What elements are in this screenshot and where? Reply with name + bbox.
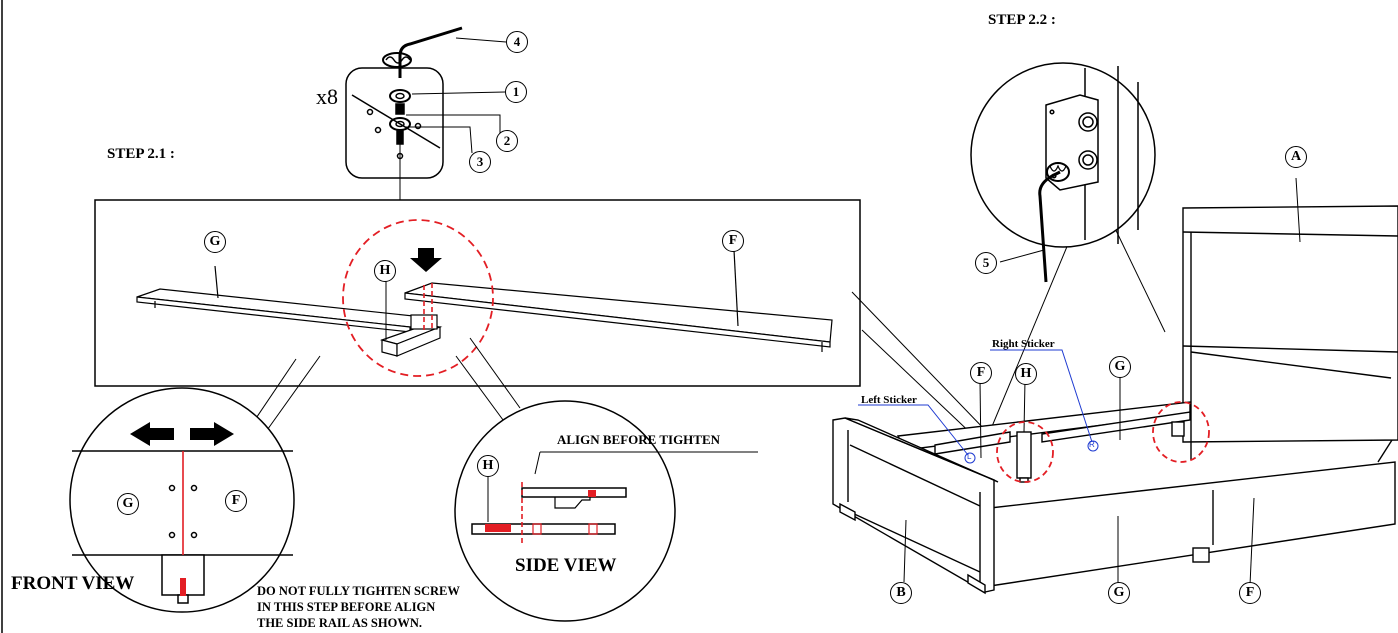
rail-G xyxy=(136,265,433,333)
corner-highlight-circle xyxy=(1152,401,1210,463)
label-G-rail: G xyxy=(204,231,226,253)
label-G-bed: G xyxy=(1109,356,1131,378)
detail-highlight-circle xyxy=(342,219,494,377)
align-note: ALIGN BEFORE TIGHTEN xyxy=(557,432,721,447)
step-2-1-title: STEP 2.1 : xyxy=(107,146,175,162)
warning-line-1: DO NOT FULLY TIGHTEN SCREW xyxy=(257,584,460,598)
side-view-title: SIDE VIEW xyxy=(515,555,617,576)
bed-frame xyxy=(832,177,1398,595)
callout-2: 2 xyxy=(496,130,518,152)
right-sticker-leader xyxy=(990,349,1093,443)
label-G-front: G xyxy=(117,493,139,515)
callout-4: 4 xyxy=(506,31,528,53)
bracket-highlight-circle xyxy=(996,421,1054,483)
warning-line-2: IN THIS STEP BEFORE ALIGN xyxy=(257,600,436,614)
warning-note: DO NOT FULLY TIGHTEN SCREW IN THIS STEP … xyxy=(257,583,557,631)
label-A-headboard: A xyxy=(1285,146,1307,168)
bracket-H xyxy=(379,268,443,357)
callout-5: 5 xyxy=(975,252,997,274)
left-sticker-leader xyxy=(858,404,969,456)
label-F-floor: F xyxy=(1239,582,1261,604)
front-view-detail xyxy=(69,355,321,613)
arrow-right-icon xyxy=(190,422,234,446)
warning-line-3: THE SIDE RAIL AS SHOWN. xyxy=(257,616,422,630)
callout-3: 3 xyxy=(469,151,491,173)
front-screw xyxy=(180,578,186,596)
label-H-bed: H xyxy=(1015,363,1037,385)
right-sticker-mark: R xyxy=(1089,440,1095,449)
label-H-side: H xyxy=(477,455,499,477)
detail-magnify-2-2 xyxy=(970,62,1166,437)
label-G-floor: G xyxy=(1108,582,1130,604)
label-B-footboard: B xyxy=(890,582,912,604)
left-sticker-mark: L xyxy=(967,452,972,461)
front-view-title: FRONT VIEW xyxy=(11,573,135,594)
label-F-bed: F xyxy=(970,362,992,384)
left-sticker-label: Left Sticker xyxy=(861,394,917,406)
step-2-2-title: STEP 2.2 : xyxy=(988,12,1056,28)
quantity-label: x8 xyxy=(316,84,338,109)
down-arrow-icon xyxy=(410,248,442,272)
arrow-left-icon xyxy=(130,422,174,446)
label-H-bracket: H xyxy=(374,260,396,282)
rail-F xyxy=(404,249,833,352)
label-F-front: F xyxy=(225,490,247,512)
label-F-rail: F xyxy=(722,230,744,252)
right-sticker-label: Right Sticker xyxy=(992,338,1055,350)
side-view-detail xyxy=(454,337,758,622)
callout-1: 1 xyxy=(505,81,527,103)
